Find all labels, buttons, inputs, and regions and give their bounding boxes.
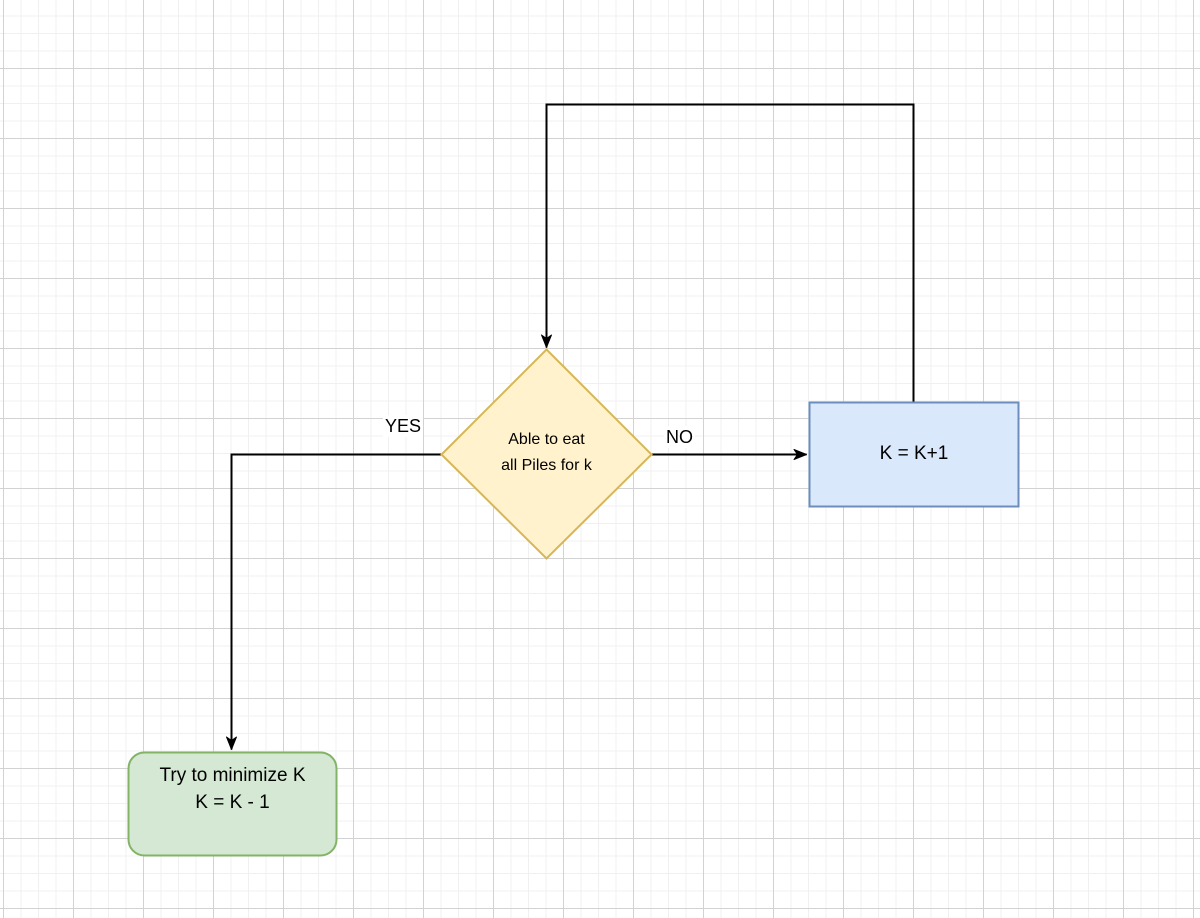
loop-edge[interactable] (541, 103, 915, 403)
no-edge-label: NO (664, 426, 695, 448)
yes-edge[interactable] (226, 453, 442, 750)
minimize-node-shape[interactable] (127, 751, 338, 857)
increment-node-shape[interactable] (808, 401, 1020, 508)
decision-node-shape[interactable] (440, 348, 653, 560)
yes-edge-label: YES (383, 415, 424, 437)
